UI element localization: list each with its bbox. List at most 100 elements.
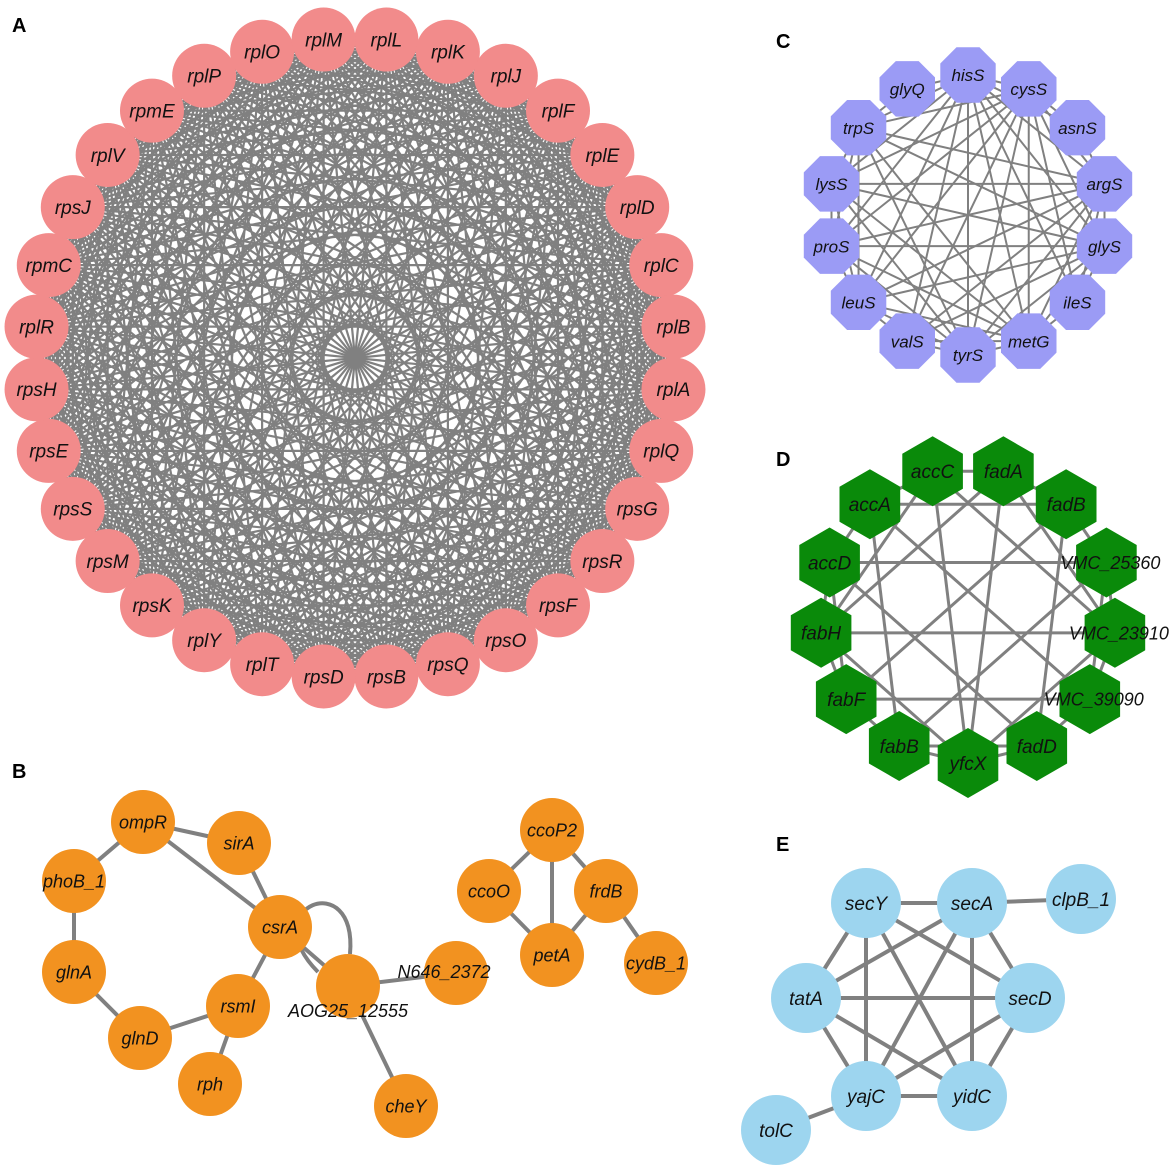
node-rpmc: rpmC [16, 233, 81, 298]
node-metg: metG [1001, 313, 1057, 369]
node-rpla: rplA [641, 357, 706, 422]
node-shape [1084, 597, 1146, 668]
node-label: glyQ [890, 80, 925, 99]
edge [35, 38, 325, 328]
node-rplt: rplT [230, 632, 295, 697]
edge [819, 470, 934, 634]
node-vmc-25360: VMC_25360 [1060, 527, 1160, 598]
node-rpsh: rpsH [4, 357, 69, 422]
edge [322, 325, 675, 678]
edge [322, 39, 388, 677]
edge [35, 38, 325, 391]
node-rph: rph [178, 1052, 242, 1116]
edge [72, 206, 559, 607]
edge [322, 38, 639, 510]
edge [48, 449, 387, 678]
node-shape [172, 43, 237, 108]
node-shape [879, 313, 935, 369]
node-shape [119, 78, 184, 143]
edge [150, 110, 206, 641]
node-label: proS [813, 237, 851, 256]
node-rpsf: rpsF [526, 573, 591, 638]
edge [931, 471, 970, 764]
node-shape [4, 294, 69, 359]
node-accd: accD [799, 527, 860, 598]
node-glnd: glnD [108, 1006, 172, 1070]
edge [106, 39, 325, 562]
node-label: accD [808, 553, 852, 574]
panel-c-nodes: glyQhisScysSasnSargSglySileSmetGtyrSvalS… [803, 47, 1133, 383]
node-shape [424, 941, 488, 1005]
node-label: leuS [842, 293, 877, 312]
node-label: VMC_25360 [1060, 553, 1160, 573]
edge [868, 504, 901, 747]
node-label: tolC [759, 1121, 793, 1142]
node-label: fabH [801, 624, 841, 645]
edge [446, 51, 560, 606]
node-shape [995, 963, 1065, 1033]
node-label: N646_2372 [397, 962, 490, 982]
edge [203, 39, 325, 641]
node-asns: asnS [1049, 100, 1106, 156]
edge [831, 245, 1030, 343]
node-shape [803, 218, 860, 274]
node-label: cysS [1010, 80, 1048, 99]
node-glys: glyS [1076, 218, 1133, 274]
node-label: petA [532, 946, 570, 966]
edge [35, 326, 264, 665]
edge [385, 154, 604, 677]
node-iles: ileS [1049, 274, 1106, 330]
edge [1035, 504, 1068, 747]
node-label: rplV [91, 146, 127, 167]
edge [820, 470, 1005, 634]
edge [47, 264, 388, 678]
edge [446, 110, 560, 665]
edge [203, 51, 264, 641]
edge [857, 74, 969, 303]
node-label: rpsF [539, 596, 578, 617]
panel-d-nodes: fadAfadBVMC_25360VMC_23910VMC_39090fadDy… [790, 436, 1169, 798]
node-label: frdB [589, 882, 622, 902]
edge [858, 126, 1105, 185]
node-rplm: rplM [291, 7, 356, 72]
node-shape [1076, 527, 1137, 598]
node-shape [42, 940, 106, 1004]
edge [106, 75, 206, 562]
edge [71, 206, 325, 677]
edge [48, 264, 449, 665]
node-shape [526, 78, 591, 143]
node-label: rplP [187, 67, 221, 88]
edge [47, 38, 325, 452]
panel-a-nodes: rplLrplKrplJrplFrplErplDrplCrplBrplArplQ… [4, 7, 706, 709]
edge [203, 74, 662, 267]
node-args: argS [1076, 156, 1133, 212]
edge [71, 39, 325, 510]
edge [151, 388, 674, 607]
edge [35, 325, 507, 642]
edge [35, 74, 507, 391]
node-label: cydB_1 [626, 954, 686, 974]
edge [858, 126, 1105, 248]
node-shape [457, 859, 521, 923]
panel-c-letter: C [776, 31, 790, 53]
node-shape [42, 849, 106, 913]
node-tyrs: tyrS [940, 327, 996, 383]
node-label: clpB_1 [1052, 890, 1110, 911]
edge [322, 38, 663, 452]
node-label: rplC [644, 256, 679, 277]
node-shape [902, 436, 963, 507]
edge [857, 88, 1030, 303]
node-shape [108, 1006, 172, 1070]
node-label: AOG25_12555 [287, 1001, 409, 1021]
node-label: fadD [1017, 737, 1057, 758]
node-ompr: ompR [111, 790, 175, 854]
edge [150, 75, 206, 606]
node-label: glyS [1088, 237, 1122, 256]
panel-b: B ompRsirAphoB_1csrAglnArsmIglnDrphAOG25… [12, 761, 688, 1138]
node-shape [641, 294, 706, 359]
node-label: rplR [19, 317, 54, 338]
edge [931, 470, 1116, 634]
node-shape [790, 597, 852, 668]
node-label: rplF [542, 101, 576, 122]
node-label: lysS [815, 175, 848, 194]
